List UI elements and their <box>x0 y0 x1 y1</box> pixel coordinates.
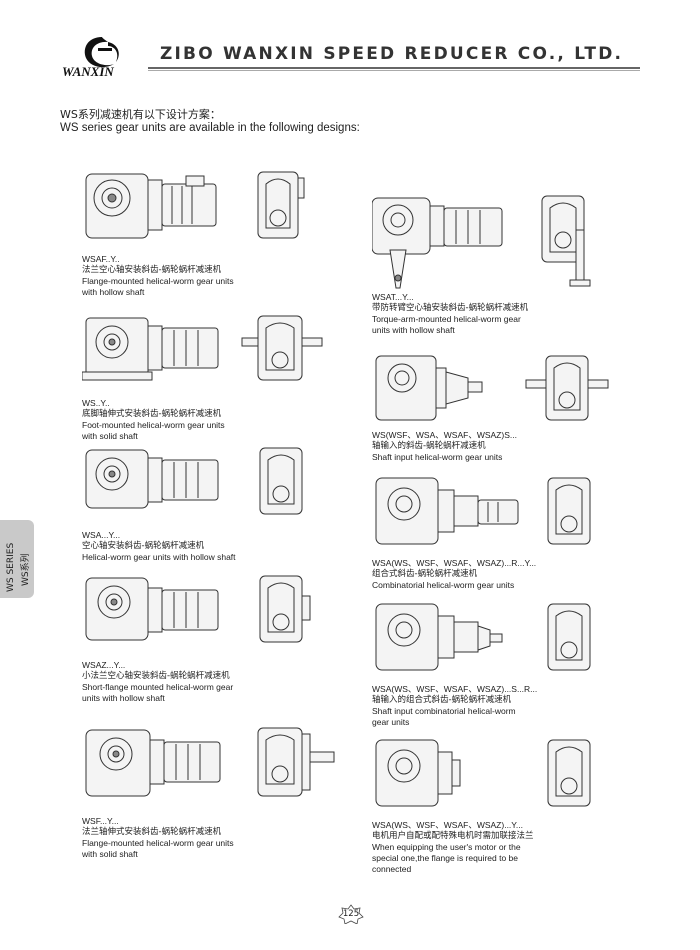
design-item-ws: WS..Y.. 底脚轴伸式安装斜齿-蜗轮蜗杆减速机 Foot-mounted h… <box>82 312 372 442</box>
design-desc-line: gear units <box>372 717 410 727</box>
intro-chinese: WS系列减速机有以下设计方案： <box>60 108 221 121</box>
side-tab-chinese: WS系列 <box>21 553 31 586</box>
design-code: WS(WSF、WSA、WSAF、WSAZ)S... <box>372 430 517 440</box>
design-desc-line: units with hollow shaft <box>82 693 165 703</box>
gear-unit-drawing <box>82 574 372 660</box>
design-code: WSAT...Y... <box>372 292 414 302</box>
gear-unit-illustration <box>375 477 591 545</box>
gear-unit-drawing <box>372 736 662 820</box>
design-desc-line: special one,the flange is required to be <box>372 853 519 863</box>
gear-unit-illustration <box>375 739 591 807</box>
design-name-chinese: 电机用户自配或配特殊电机时需加联接法兰 <box>372 831 534 841</box>
gear-unit-illustration <box>85 575 311 643</box>
design-name-chinese: 组合式斜齿-蜗轮蜗杆减速机 <box>372 569 478 579</box>
gear-unit-drawing <box>82 444 372 530</box>
page-number: 125 <box>338 904 364 924</box>
gear-unit-drawing <box>82 724 372 816</box>
gear-unit-illustration <box>85 727 335 797</box>
design-item-wsa: WSA...Y... 空心轴安装斜齿-蜗轮蜗杆减速机 Helical-worm … <box>82 444 372 563</box>
gear-unit-drawing <box>82 168 372 254</box>
design-item-wsaf: WSAF..Y.. 法兰空心轴安装斜齿-蜗轮蜗杆减速机 Flange-mount… <box>82 168 372 298</box>
gear-unit-illustration <box>372 195 591 289</box>
design-item-wsa-combinatorial: WSA(WS、WSF、WSAF、WSAZ)...R...Y... 组合式斜齿-蜗… <box>372 474 662 591</box>
design-item-wsf: WSF...Y... 法兰轴伸式安装斜齿-蜗轮蜗杆减速机 Flange-moun… <box>82 724 372 860</box>
design-name-chinese: 小法兰空心轴安装斜齿-蜗轮蜗杆减速机 <box>82 671 230 681</box>
page-number-badge-icon <box>338 904 364 924</box>
design-item-wsat: WSAT...Y... 带防转臂空心轴安装斜齿-蜗轮蜗杆减速机 Torque-a… <box>372 190 662 336</box>
design-desc-line: with hollow shaft <box>82 287 145 297</box>
gear-unit-drawing <box>372 474 662 558</box>
design-name-chinese: 轴输入的组合式斜齿-蜗轮蜗杆减速机 <box>372 695 512 705</box>
header-divider-thin <box>148 70 640 71</box>
design-desc-line: When equipping the user's motor or the <box>372 842 521 852</box>
company-name: ZIBO WANXIN SPEED REDUCER CO., LTD. <box>160 44 624 64</box>
brand-name: WANXIN <box>62 64 114 79</box>
side-tab-english: WS SERIES <box>6 542 16 592</box>
design-item-wsa-shaft-input-combinatorial: WSA(WS、WSF、WSAF、WSAZ)...S...R... 轴输入的组合式… <box>372 600 662 728</box>
design-desc-line: Foot-mounted helical-worm gear units <box>82 420 225 430</box>
design-item-wsaz: WSAZ...Y... 小法兰空心轴安装斜齿-蜗轮蜗杆减速机 Short-fla… <box>82 574 372 704</box>
design-desc-line: Helical-worm gear units with hollow shaf… <box>82 552 236 562</box>
design-code: WSA(WS、WSF、WSAF、WSAZ)...S...R... <box>372 684 538 694</box>
design-desc-line: units with hollow shaft <box>372 325 455 335</box>
design-desc-line: with solid shaft <box>82 431 138 441</box>
design-desc-line: Flange-mounted helical-worm gear units <box>82 838 234 848</box>
page-number-text: 125 <box>342 909 360 919</box>
design-code: WSA(WS、WSF、WSAF、WSAZ)...R...Y... <box>372 558 537 568</box>
design-name-chinese: 空心轴安装斜齿-蜗轮蜗杆减速机 <box>82 541 205 551</box>
design-desc-line: Shaft input helical-worm gear units <box>372 452 503 462</box>
design-code: WSAF..Y.. <box>82 254 120 264</box>
design-code: WS..Y.. <box>82 398 110 408</box>
design-desc-line: Short-flange mounted helical-worm gear <box>82 682 234 692</box>
intro-english: WS series gear units are available in th… <box>60 122 360 134</box>
design-name-chinese: 底脚轴伸式安装斜齿-蜗轮蜗杆减速机 <box>82 409 222 419</box>
design-name-chinese: 法兰轴伸式安装斜齿-蜗轮蜗杆减速机 <box>82 827 222 837</box>
design-desc-line: Shaft input combinatorial helical-worm <box>372 706 516 716</box>
gear-unit-illustration <box>85 171 305 239</box>
series-side-tab: WS SERIES WS系列 <box>0 520 34 598</box>
design-code: WSA(WS、WSF、WSAF、WSAZ)...Y... <box>372 820 523 830</box>
gear-unit-illustration <box>82 315 323 381</box>
brand-swirl-icon <box>84 37 119 68</box>
design-desc-line: Torque-arm-mounted helical-worm gear <box>372 314 521 324</box>
gear-unit-illustration <box>375 355 609 421</box>
gear-unit-drawing <box>82 312 372 398</box>
header-divider <box>148 67 640 69</box>
design-desc-line: connected <box>372 864 412 874</box>
design-desc-line: Flange-mounted helical-worm gear units <box>82 276 234 286</box>
gear-unit-drawing <box>372 190 662 292</box>
company-logo: WANXIN <box>62 34 142 80</box>
gear-unit-drawing <box>372 350 662 430</box>
design-name-chinese: 带防转臂空心轴安装斜齿-蜗轮蜗杆减速机 <box>372 303 529 313</box>
gear-unit-drawing <box>372 600 662 684</box>
design-code: WSF...Y... <box>82 816 119 826</box>
design-code: WSA...Y... <box>82 530 121 540</box>
design-name-chinese: 法兰空心轴安装斜齿-蜗轮蜗杆减速机 <box>82 265 222 275</box>
gear-unit-illustration <box>375 603 591 671</box>
design-desc-line: Combinatorial helical-worm gear units <box>372 580 515 590</box>
design-item-ws-shaft-input: WS(WSF、WSA、WSAF、WSAZ)S... 轴输入的斜齿-蜗轮蜗杆减速机… <box>372 350 662 463</box>
design-name-chinese: 轴输入的斜齿-蜗轮蜗杆减速机 <box>372 441 486 451</box>
gear-unit-illustration <box>85 447 303 515</box>
design-item-wsa-user-motor: WSA(WS、WSF、WSAF、WSAZ)...Y... 电机用户自配或配特殊电… <box>372 736 662 875</box>
design-desc-line: with solid shaft <box>82 849 138 859</box>
design-code: WSAZ...Y... <box>82 660 126 670</box>
